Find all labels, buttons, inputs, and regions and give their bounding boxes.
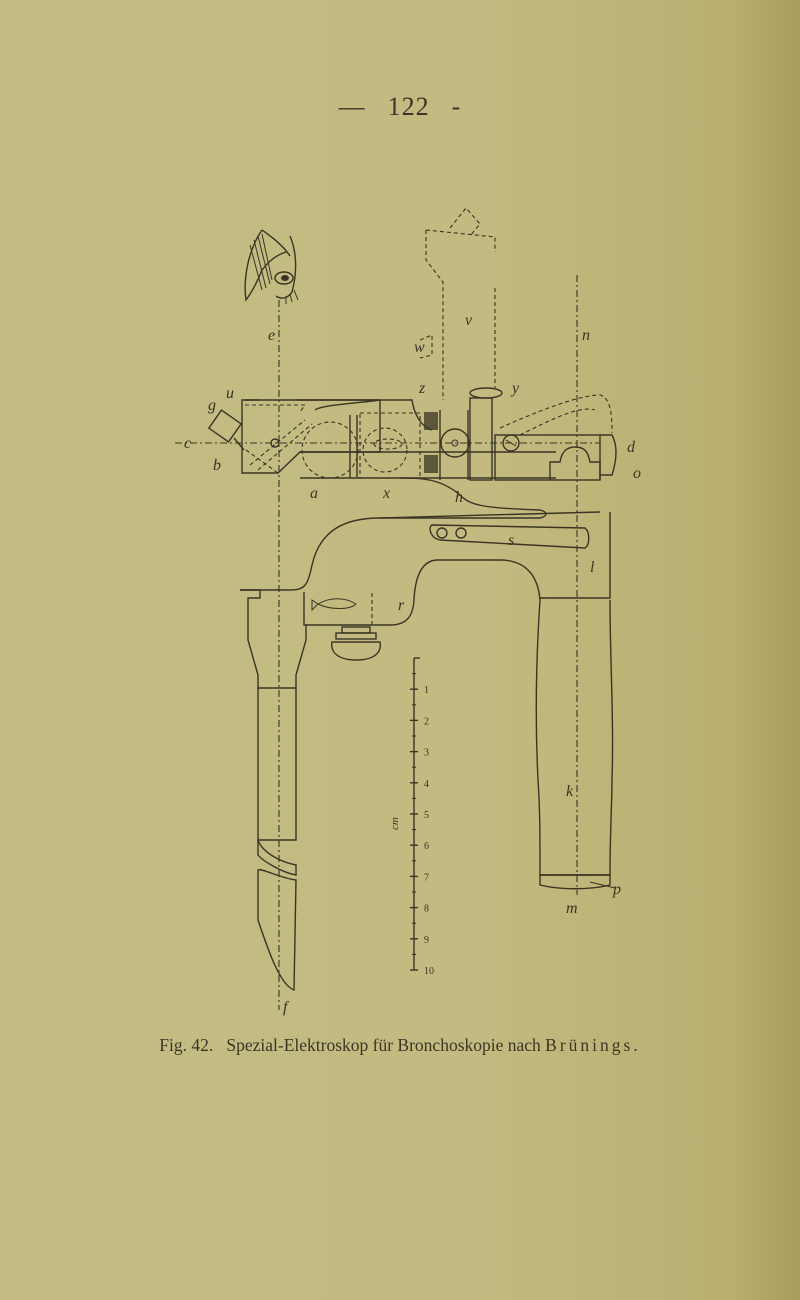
scale-tick-label-5: 5	[424, 810, 429, 821]
label-u: u	[226, 385, 234, 402]
caption-author: Brünings.	[545, 1035, 641, 1055]
figure-caption: Fig. 42. Spezial-Elektroskop für Broncho…	[0, 1035, 800, 1056]
centimeter-scale: 1 2 3 4 5 6 7 8 9 10	[410, 657, 434, 977]
caption-text: Spezial-Elektroskop für Bronchoskopie na…	[226, 1035, 541, 1055]
label-c: c	[184, 435, 191, 452]
page-number: — 122-	[0, 92, 800, 122]
scale-tick-label-7: 7	[424, 872, 429, 883]
label-w: w	[414, 339, 425, 356]
label-n: n	[582, 327, 590, 344]
scale-tick-label-4: 4	[424, 779, 429, 790]
label-z: z	[418, 380, 426, 397]
scale-tick-label-6: 6	[424, 841, 429, 852]
scale-tick-label-10: 10	[424, 966, 434, 977]
label-o: o	[633, 465, 641, 482]
label-d: d	[627, 439, 636, 456]
label-g: g	[208, 397, 216, 414]
label-x: x	[382, 485, 390, 502]
label-l: l	[590, 559, 595, 576]
instrument-body	[240, 477, 611, 841]
label-f: f	[283, 999, 290, 1016]
caption-prefix: Fig. 42.	[159, 1035, 214, 1055]
label-y: y	[510, 380, 520, 397]
barrel	[300, 387, 617, 481]
diagram-labels: e u g c b a x z w v y n h d o s l r k p …	[184, 312, 641, 1016]
page-number-dash-right: -	[451, 92, 462, 121]
label-v: v	[465, 312, 473, 329]
battery-box-outline	[419, 207, 496, 400]
scale-tick-label-1: 1	[424, 685, 429, 696]
label-r: r	[398, 597, 405, 614]
label-a: a	[310, 485, 318, 502]
page-number-dash-left: —	[338, 92, 366, 121]
tube-f	[257, 839, 297, 991]
scale-tick-label-9: 9	[424, 935, 429, 946]
label-h: h	[455, 489, 463, 506]
scale-tick-label-8: 8	[424, 904, 429, 915]
label-m: m	[566, 900, 578, 917]
label-s: s	[508, 532, 514, 549]
eye-illustration	[244, 229, 299, 304]
scale-tick-label-3: 3	[424, 748, 429, 759]
label-k: k	[566, 783, 574, 800]
label-e: e	[268, 327, 275, 344]
label-b: b	[213, 457, 221, 474]
scale-tick-label-2: 2	[424, 716, 429, 727]
page-number-value: 122	[387, 92, 430, 121]
handle-k	[535, 599, 616, 890]
label-p: p	[612, 881, 621, 898]
scale-unit-label: cm	[389, 817, 401, 830]
